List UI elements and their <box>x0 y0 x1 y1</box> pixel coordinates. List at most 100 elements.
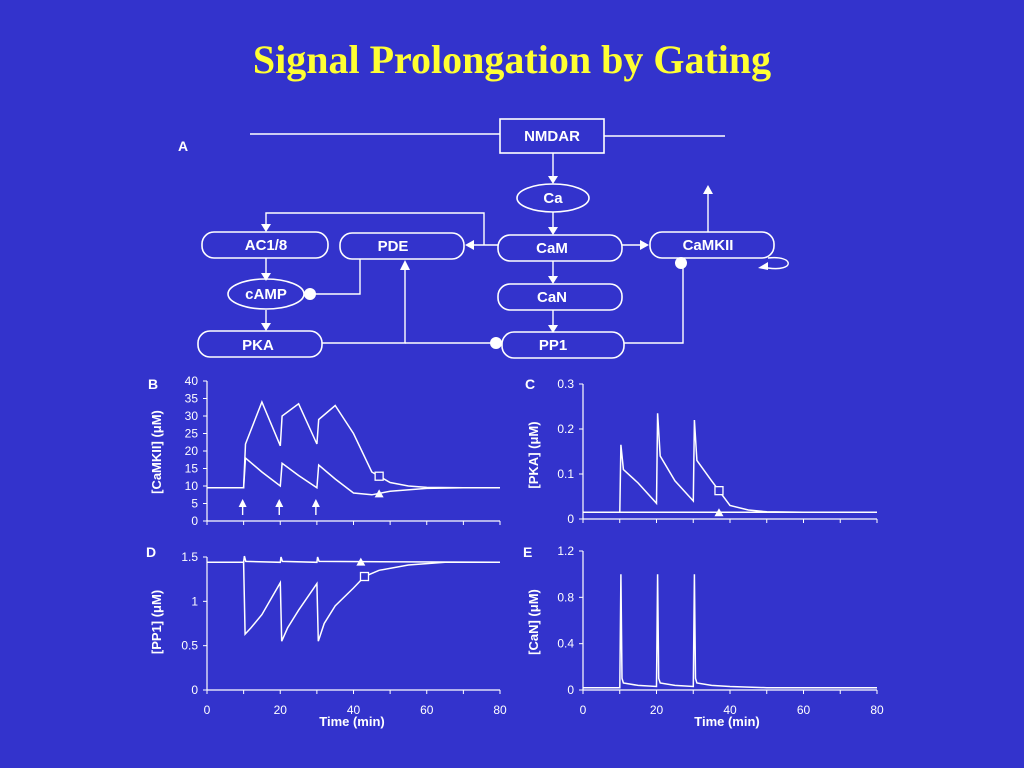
y-tick-label: 1.2 <box>557 544 574 558</box>
stimulus-arrow-icon <box>311 499 320 507</box>
arrowhead-icon <box>261 273 271 281</box>
inhibition-dot-icon <box>304 288 316 300</box>
x-axis-title-e: Time (min) <box>694 714 760 729</box>
arrowhead-icon <box>758 262 768 270</box>
arrowhead-icon <box>640 240 649 250</box>
svg-text:CaM: CaM <box>536 240 568 257</box>
stimulus-arrow-icon <box>238 499 247 507</box>
svg-text:PKA: PKA <box>242 337 274 354</box>
node-pka: PKA <box>197 330 323 358</box>
edge-camkii-autophos <box>767 256 789 270</box>
chart-e: E [CaN] (μM) Time (min) 0 0.4 0.8 1.2 0 20 40 6… <box>523 544 884 729</box>
y-tick-label: 30 <box>185 409 199 423</box>
svg-text:CaN: CaN <box>537 289 567 306</box>
slide-title: Signal Prolongation by Gating <box>252 37 772 82</box>
arrowhead-icon <box>261 224 271 232</box>
edge-pp1-camkii-inhibit <box>624 267 684 344</box>
svg-text:AC1/8: AC1/8 <box>245 237 288 254</box>
node-ca: Ca <box>516 183 590 213</box>
node-can: CaN <box>497 283 623 311</box>
y-tick-label: 0.5 <box>181 639 198 653</box>
square-marker-icon <box>714 485 724 496</box>
arrowhead-icon <box>465 240 474 250</box>
panel-label-e: E <box>523 544 532 560</box>
arrowhead-icon <box>400 260 410 270</box>
arrowhead-icon <box>548 276 558 284</box>
arrowhead-icon <box>548 325 558 333</box>
y-tick-label: 0 <box>191 683 198 697</box>
svg-text:PP1: PP1 <box>539 337 567 354</box>
svg-text:CaMKII: CaMKII <box>683 237 734 254</box>
panel-label-a: A <box>178 138 188 154</box>
node-ac18: AC1/8 <box>201 231 329 259</box>
y-tick-label: 0 <box>567 683 574 697</box>
y-tick-label: 0.3 <box>557 377 574 391</box>
y-axis-title-e: [CaN] (μM) <box>526 589 541 655</box>
y-axis-title-d: [PP1] (μM) <box>149 590 164 654</box>
square-marker-icon <box>359 571 370 582</box>
arrowhead-icon <box>548 227 558 235</box>
series-line-1 <box>583 574 877 689</box>
y-tick-label: 0.4 <box>557 637 574 651</box>
y-axis-title-b: [CaMKII] (μM) <box>149 410 164 494</box>
node-camp: cAMP <box>227 278 305 310</box>
svg-text:cAMP: cAMP <box>245 286 287 303</box>
inhibition-dot-icon <box>490 337 502 349</box>
chart-b: B [CaMKII] (μM) 0 5 10 15 20 25 30 35 40 <box>148 374 501 528</box>
arrowhead-icon <box>548 176 558 184</box>
y-tick-label: 0 <box>191 514 198 528</box>
y-tick-label: 15 <box>185 462 199 476</box>
x-tick-label: 40 <box>723 703 737 717</box>
node-pp1: PP1 <box>501 331 625 359</box>
x-tick-label: 60 <box>420 703 434 717</box>
square-marker-icon <box>374 471 384 481</box>
y-tick-label: 1 <box>191 594 198 608</box>
svg-text:NMDAR: NMDAR <box>524 128 580 145</box>
y-tick-label: 10 <box>185 479 199 493</box>
node-camkii: CaMKII <box>649 231 775 259</box>
node-nmdar: NMDAR <box>499 118 605 154</box>
panel-label-d: D <box>146 544 156 560</box>
inhibition-dot-icon <box>675 257 687 269</box>
x-tick-label: 80 <box>493 703 507 717</box>
panel-label-b: B <box>148 376 158 392</box>
y-tick-label: 25 <box>185 427 199 441</box>
chart-c: C [PKA] (μM) 00.10.20.3 <box>525 376 878 526</box>
y-tick-label: 0.8 <box>557 590 574 604</box>
x-tick-label: 80 <box>870 703 884 717</box>
y-tick-label: 40 <box>185 374 199 388</box>
panel-label-c: C <box>525 376 535 392</box>
diagram-edges <box>250 133 789 349</box>
series-line-1 <box>583 413 877 514</box>
x-tick-label: 40 <box>347 703 361 717</box>
node-pde: PDE <box>339 232 465 260</box>
arrowhead-icon <box>703 185 713 194</box>
series-line-2 <box>207 456 500 496</box>
stimulus-arrow-icon <box>275 499 284 507</box>
y-tick-label: 0.1 <box>557 467 574 481</box>
triangle-marker-icon <box>374 489 384 498</box>
x-tick-label: 0 <box>204 703 211 717</box>
x-tick-label: 60 <box>797 703 811 717</box>
x-axis-title-d: Time (min) <box>319 714 385 729</box>
series-line-1 <box>207 400 500 489</box>
svg-text:Ca: Ca <box>543 190 563 207</box>
arrowhead-icon <box>261 323 271 331</box>
y-tick-label: 35 <box>185 392 199 406</box>
triangle-marker-icon <box>356 557 366 566</box>
node-cam: CaM <box>497 234 623 262</box>
y-tick-label: 0 <box>567 512 574 526</box>
y-tick-label: 20 <box>185 444 199 458</box>
y-axis-title-c: [PKA] (μM) <box>526 421 541 488</box>
series-line-2 <box>207 561 500 642</box>
y-tick-label: 1.5 <box>181 550 198 564</box>
x-tick-label: 20 <box>650 703 664 717</box>
x-tick-label: 0 <box>580 703 587 717</box>
svg-text:PDE: PDE <box>378 238 409 255</box>
series-line-1 <box>207 555 501 564</box>
y-tick-label: 5 <box>191 497 198 511</box>
edge-ca-ac18 <box>265 212 485 245</box>
